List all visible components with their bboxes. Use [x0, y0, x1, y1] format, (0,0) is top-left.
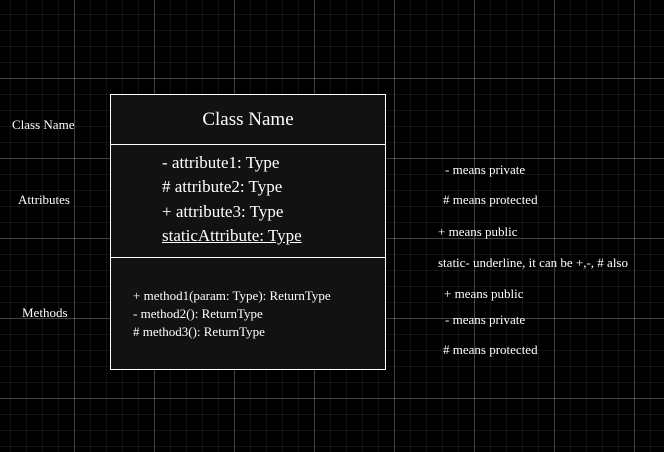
method-1: + method1(param: Type): ReturnType [133, 288, 331, 303]
note-private-1: - means private [445, 162, 526, 177]
methods-side-label: Methods [22, 305, 68, 320]
note-protected-2: # means protected [443, 342, 538, 357]
attributes-side-label: Attributes [18, 192, 70, 207]
note-public-1: + means public [438, 224, 518, 239]
attributes-section: - attribute1: Type # attribute2: Type + … [111, 146, 385, 258]
class-title: Class Name [202, 109, 294, 130]
note-protected-1: # means protected [443, 192, 538, 207]
method-2: - method2(): ReturnType [133, 306, 263, 321]
class-name-section: Class Name [111, 95, 385, 145]
note-static: static- underline, it can be +,-, # also [438, 255, 628, 270]
attribute-2: # attribute2: Type [162, 177, 283, 196]
uml-class-box: Class Name - attribute1: Type # attribut… [110, 94, 386, 370]
note-public-2: + means public [444, 286, 524, 301]
attribute-3: + attribute3: Type [162, 202, 284, 221]
class-name-side-label: Class Name [12, 117, 75, 132]
note-private-2: - means private [445, 312, 526, 327]
attribute-1: - attribute1: Type [162, 153, 280, 172]
static-attribute: staticAttribute: Type [162, 226, 302, 245]
method-3: # method3(): ReturnType [133, 324, 265, 339]
